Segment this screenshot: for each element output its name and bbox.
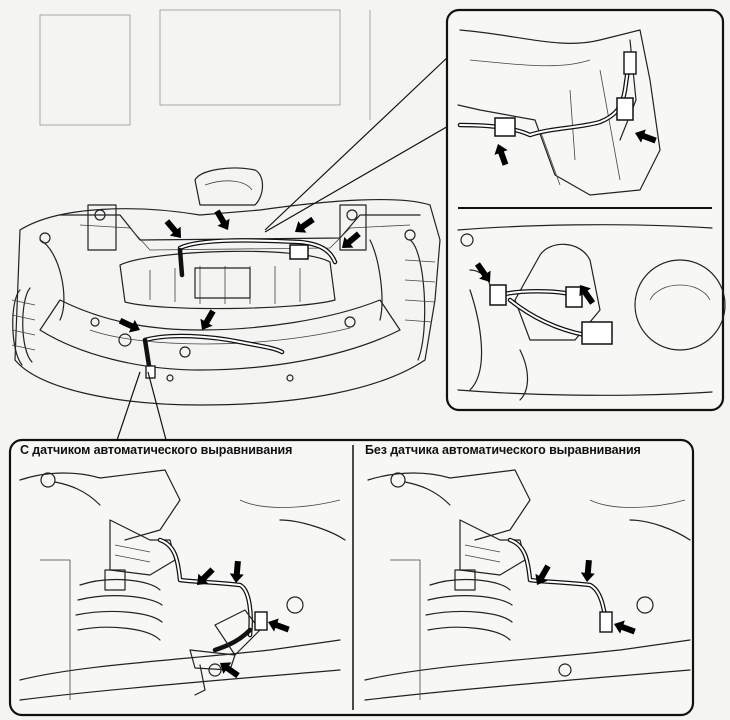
detail-without-sensor (364, 469, 691, 701)
background-ghost (39, 9, 371, 126)
arrow-icon (290, 213, 318, 238)
detail-with-sensor (19, 469, 346, 701)
caption-without-sensor: Без датчика автоматического выравнивания (365, 443, 641, 457)
caption-with-sensor: С датчиком автоматического выравнивания (20, 443, 293, 457)
subframe-overview (11, 167, 441, 406)
arrow-icon (210, 207, 235, 234)
leader-lines (111, 54, 451, 456)
pointer-arrows-main (117, 207, 364, 337)
bottom-panel (8, 438, 695, 717)
arrow-icon (161, 216, 187, 243)
detail-panel-upper-right (445, 8, 726, 412)
